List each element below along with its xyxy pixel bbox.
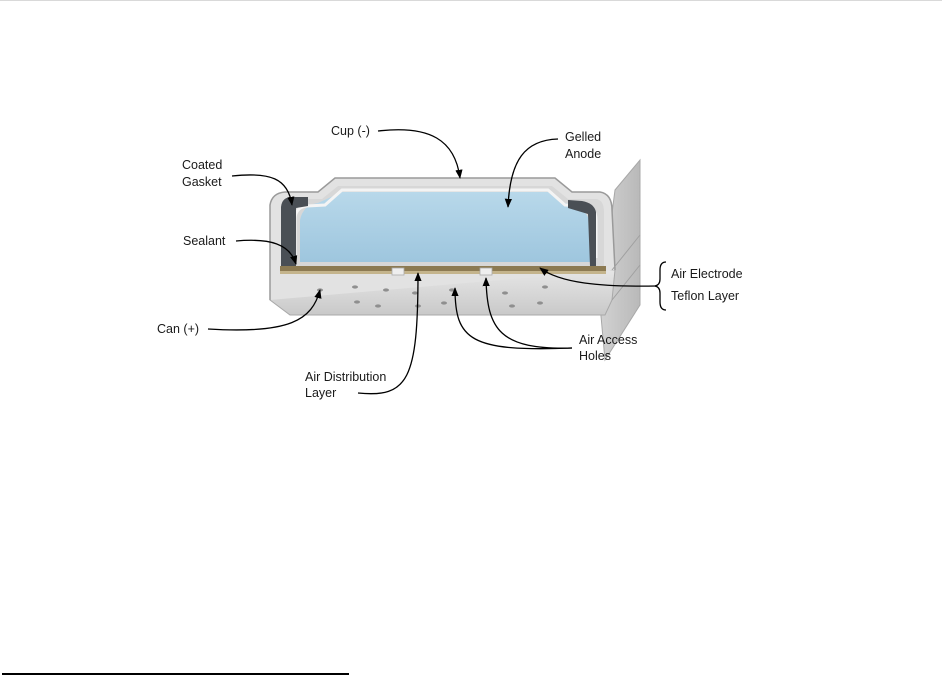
top-rule: [0, 0, 942, 1]
air-distribution-layer-label-line1: Air Distribution: [305, 370, 386, 384]
air-electrode-leader: [539, 267, 657, 287]
cell-body: [269, 158, 641, 362]
air-access-hole: [352, 285, 358, 289]
right-gasket: [568, 200, 596, 266]
left-gasket: [281, 197, 308, 266]
gelled-anode-label-line2: Anode: [565, 147, 601, 161]
gelled-anode-label-line1: Gelled: [565, 130, 601, 144]
air-distribution-layer-label-line2: Layer: [305, 386, 336, 400]
sealant-label: Sealant: [183, 234, 226, 248]
can-label: Can (+): [157, 322, 199, 336]
air-distribution-spacer: [479, 267, 493, 276]
air-access-holes-leader-2: [482, 277, 573, 349]
cup-leader: [377, 129, 463, 179]
teflon-layer-label: Teflon Layer: [671, 289, 739, 303]
air-access-hole: [449, 288, 455, 292]
air-access-hole: [441, 301, 447, 305]
teflon-layer: [280, 271, 606, 274]
layer-brace: [654, 261, 667, 311]
air-access-holes-leader-1: [451, 287, 573, 350]
gelled-anode-leader: [504, 138, 559, 208]
footnote-rule: [2, 673, 349, 675]
air-access-hole: [509, 304, 515, 308]
air-distribution-spacer: [391, 267, 405, 276]
labels: Cup (-) Gelled Anode Coated Gasket Seala…: [157, 124, 743, 400]
air-access-hole: [383, 288, 389, 292]
coated-gasket-label-line1: Coated: [182, 158, 222, 172]
air-access-hole: [537, 301, 543, 305]
air-access-hole: [542, 285, 548, 289]
air-distribution-leader: [357, 272, 422, 395]
air-electrode-label: Air Electrode: [671, 267, 743, 281]
air-access-hole: [502, 291, 508, 295]
can-side-edge: [611, 234, 641, 301]
air-access-hole: [412, 291, 418, 295]
air-access-holes-label-line1: Air Access: [579, 333, 637, 347]
leader-lines: [207, 129, 667, 395]
coated-gasket-leader: [231, 174, 295, 206]
air-access-hole: [375, 304, 381, 308]
air-access-holes-label-line2: Holes: [579, 349, 611, 363]
sealant-leader: [235, 239, 298, 265]
air-access-hole: [354, 300, 360, 304]
gelled-anode-mass: [300, 192, 590, 262]
air-electrode-layer: [280, 266, 606, 271]
coated-gasket-label-line2: Gasket: [182, 175, 222, 189]
cup-label: Cup (-): [331, 124, 370, 138]
can-leader: [207, 289, 322, 331]
